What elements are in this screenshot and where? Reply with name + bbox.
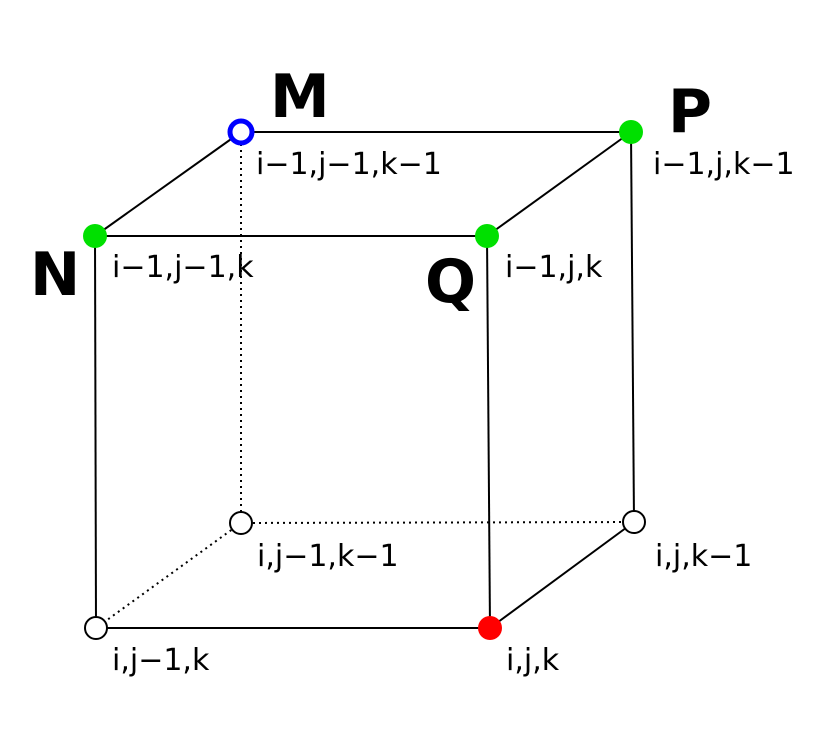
vertex-back-bottom-right [622,510,646,534]
index-n: i−1,j−1,k [112,250,254,285]
edge-front-bottom-right-to-back-bottom-right [489,521,635,629]
vertex-front-bottom-left [84,616,108,640]
index-back-bottom-right: i,j,k−1 [655,539,752,574]
index-front-bottom-left: i,j−1,k [112,643,210,678]
edge-back-bottom-left-to-front-bottom-left [95,522,242,629]
index-q: i−1,j,k [505,250,603,285]
edge-q-to-front-bottom-right [486,235,491,629]
label-n: N [30,240,80,310]
label-m: M [270,62,330,132]
vertex-n [83,224,107,248]
vertex-back-bottom-left [229,511,253,535]
index-back-bottom-left: i,j−1,k−1 [257,539,399,574]
vertex-indices: i−1,j−1,k−1 i−1,j,k−1 i−1,j−1,k i−1,j,k … [112,147,795,678]
vertex-q [475,224,499,248]
index-front-bottom-right: i,j,k [506,643,560,678]
vertex-letters: M P N Q [30,62,712,317]
visible-edges [94,131,635,629]
vertex-m [227,118,255,146]
index-m: i−1,j−1,k−1 [256,147,442,182]
edge-back-bottom-left-to-back-bottom-right [240,521,635,524]
label-q: Q [425,247,476,317]
edge-p-to-q [486,131,632,237]
vertices [83,118,646,640]
vertex-front-bottom-right [478,616,502,640]
edge-n-to-front-bottom-left [94,235,97,629]
label-p: P [668,77,712,147]
hidden-edges [95,132,635,629]
index-p: i−1,j,k−1 [653,147,795,182]
vertex-p [619,120,643,144]
edge-p-to-back-bottom-right [630,131,635,523]
edge-m-to-n [94,131,242,237]
